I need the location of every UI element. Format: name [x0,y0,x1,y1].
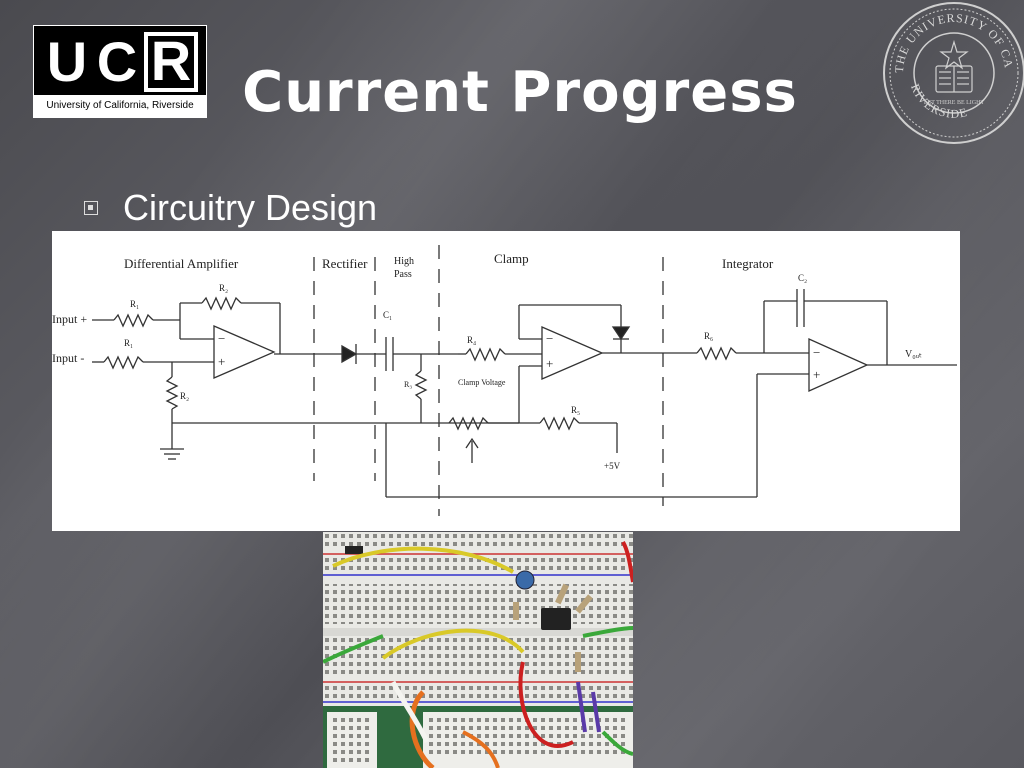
opamp2-plus: + [546,356,553,371]
label-r5: R₅ [571,405,580,415]
label-vout: V₀ᵤₜ [905,349,922,360]
resistor-r1-top [113,313,154,328]
label-r2-feedback: R₂ [219,283,228,293]
logo-letter-u: U [46,30,88,93]
label-rectifier: Rectifier [322,256,368,271]
opamp3-plus: + [813,367,820,382]
label-r3: R₃ [404,380,412,389]
label-r1-bottom: R₁ [124,338,133,348]
opamp2-minus: − [546,331,553,346]
label-pass: Pass [394,269,412,280]
label-clamp: Clamp [494,251,529,266]
label-r1-top: R₁ [130,299,139,309]
opamp1-minus: − [218,331,225,346]
opamp3-minus: − [813,345,820,360]
resistor-r6 [696,346,737,361]
opamp-differential [213,325,276,379]
university-seal: THE UNIVERSITY OF CALIFORNIA RIVERSIDE L… [881,0,1024,144]
bullet-icon [84,201,98,215]
label-input-minus: Input - [52,351,84,365]
resistor-r4 [465,347,506,362]
bullet-circuitry-design: Circuitry Design [123,187,378,228]
label-differential-amplifier: Differential Amplifier [124,256,239,271]
seal-motto: LET THERE BE LIGHT [924,100,985,106]
label-c1: C₁ [383,310,392,320]
circuit-diagram: Differential Amplifier Rectifier High Pa… [52,231,960,531]
svg-text:THE UNIVERSITY OF CALIFORNIA: THE UNIVERSITY OF CALIFORNIA [881,0,1016,73]
logo-letter-c: C [96,30,138,93]
resistor-r5 [539,416,580,431]
logo-subtitle: University of California, Riverside [34,95,206,117]
label-integrator: Integrator [722,256,774,271]
label-clamp-voltage: Clamp Voltage [458,378,506,387]
logo-letter-r: R [144,32,198,92]
resistor-r1-bottom [103,355,144,370]
label-high: High [394,256,414,267]
opamp1-plus: + [218,354,225,369]
breadboard-photo [323,532,633,768]
resistor-r3 [414,370,428,400]
label-c2: C₂ [798,273,807,283]
opamp-clamp [541,326,604,380]
label-plus5v: +5V [604,461,621,471]
resistor-r2-ground [165,376,179,410]
label-r4: R₄ [467,335,476,345]
ucr-logo: U C R University of California, Riversid… [33,25,207,118]
label-r2-ground: R₂ [180,391,189,401]
seal-emblem [935,39,973,93]
potentiometer-clamp [448,416,489,431]
logo-letters: U C R [34,32,206,92]
opamp-integrator [808,337,869,393]
resistor-r2-feedback [201,296,242,311]
label-r6: R₆ [704,331,713,341]
slide-title: Current Progress [242,60,798,125]
label-input-plus: Input + [52,312,87,326]
seal-text-top: THE UNIVERSITY OF CALIFORNIA [881,0,1015,73]
